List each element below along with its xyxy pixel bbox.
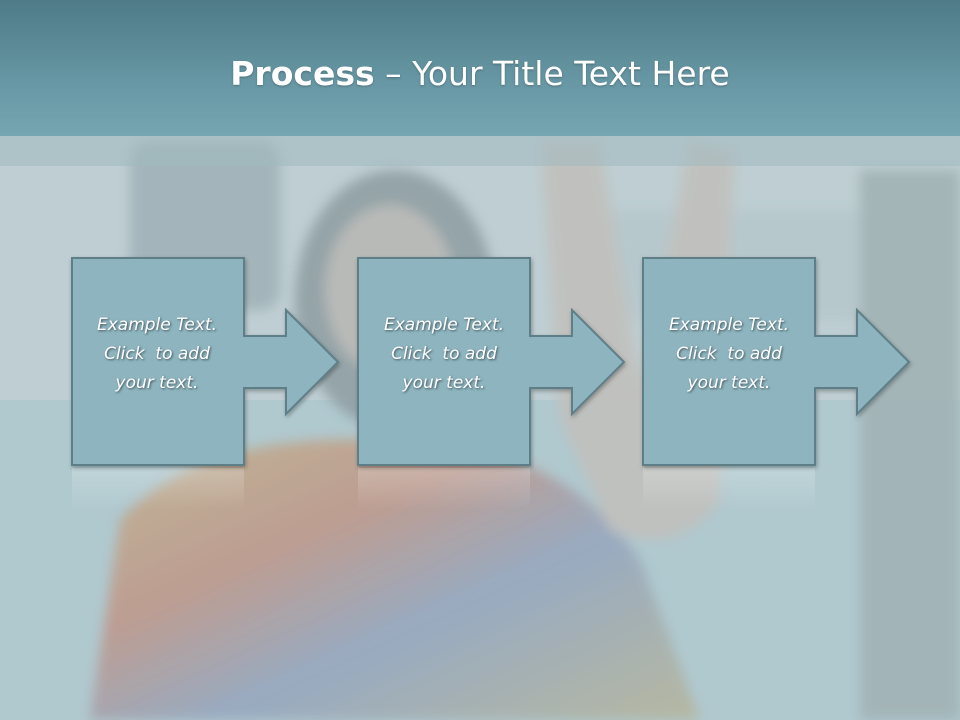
step-2-text[interactable]: Example Text. Click to add your text.	[359, 311, 529, 398]
title-bold: Process	[230, 54, 375, 93]
step-1-line-1: Example Text.	[96, 315, 218, 335]
title-strip	[0, 136, 960, 166]
step-1-line-3: your text.	[115, 373, 199, 393]
step-2-line-2: Click to add	[391, 344, 497, 364]
step-1-line-2: Click to add	[104, 344, 210, 364]
step-1-text[interactable]: Example Text. Click to add your text.	[72, 311, 242, 398]
step-reflections	[72, 468, 815, 510]
step-2-line-1: Example Text.	[383, 315, 505, 335]
step-3-line-3: your text.	[687, 373, 771, 393]
step-3-shape[interactable]	[642, 257, 911, 466]
step-3-line-1: Example Text.	[668, 315, 790, 335]
step-3-text[interactable]: Example Text. Click to add your text.	[644, 311, 814, 398]
title-bar	[0, 0, 960, 136]
step-2-line-3: your text.	[402, 373, 486, 393]
slide-title[interactable]: Process – Your Title Text Here	[0, 52, 960, 96]
title-rest: – Your Title Text Here	[374, 54, 730, 93]
step-1-shape[interactable]	[71, 257, 340, 466]
step-2-shape[interactable]	[357, 257, 626, 466]
step-3-line-2: Click to add	[676, 344, 782, 364]
